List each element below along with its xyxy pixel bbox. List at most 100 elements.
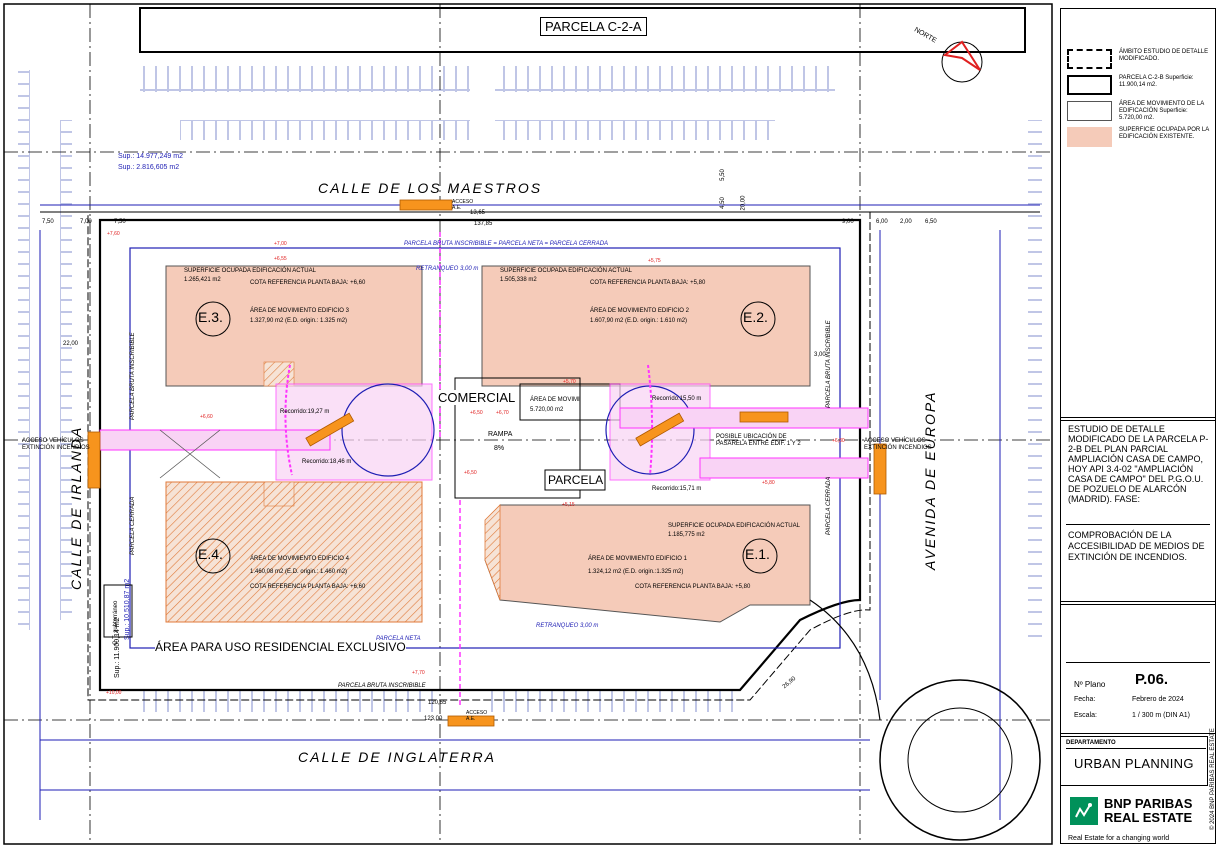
- e1-sup-label: SUPERFICIE OCUPADA EDIFICACIÓN ACTUAL: [668, 523, 800, 529]
- level-10: +6,60: [200, 414, 213, 420]
- parcel-bruta-neta-label: PARCELA BRUTA INSCRIBIBLE = PARCELA NETA…: [404, 241, 609, 247]
- level-1: +7,60: [107, 231, 120, 237]
- e4-cota: COTA REFERENCIA PLANTA BAJA: +6,60: [250, 584, 366, 590]
- dim-2000: 20,00: [740, 195, 747, 211]
- e1-area-value: 1.324,12 m2 (E.D. origin.:1.325 m2): [588, 569, 684, 575]
- dim-200: 2,00: [900, 219, 912, 225]
- recorrido-3: Recorrido:15,50 m: [652, 396, 702, 402]
- e1-cota: COTA REFERENCIA PLANTA BAJA: +5,80: [635, 584, 751, 590]
- parcel-bruta-bottom: PARCELA BRUTA INSCRIBIBLE: [338, 683, 426, 689]
- residential-area-label: ÁREA PARA USO RESIDENCIAL EXCLUSIVO: [155, 640, 406, 654]
- e3-cota: COTA REFERENCIA PLANTA BAJA: +6,60: [250, 280, 366, 286]
- fire-access-left-label: ACCESO VEHÍCULOS EXTINCIÓN INCENDIOS: [22, 438, 90, 451]
- comercial-label: COMERCIAL: [438, 390, 516, 405]
- retranqueo-top: RETRANQUEO 3,00 m: [416, 266, 479, 272]
- parcel-c2a-label: PARCELA C-2-A: [540, 17, 647, 36]
- ct-label: C.T. subterráneo: [113, 600, 119, 645]
- sup-top-1: Sup.: 14.977,249 m2: [118, 153, 183, 160]
- dim-700: 7,00: [80, 219, 92, 225]
- dim-750b: 7,50: [114, 219, 126, 225]
- dim-600: 6,00: [876, 219, 888, 225]
- level-14: +6,80: [832, 438, 845, 444]
- fecha-label: Fecha:: [1074, 696, 1096, 703]
- e3-area: ÁREA DE MOVIMIENTO EDIFICIO 3: [250, 308, 349, 314]
- fire-route-left: [99, 429, 331, 451]
- plano-label: Nº Plano: [1074, 680, 1106, 689]
- dim-300: 3,00: [814, 352, 826, 358]
- retranqueo-bottom: RETRANQUEO 3,00 m: [536, 623, 599, 629]
- dim-450: 4,50: [719, 197, 726, 209]
- dim-2200: 22,00: [63, 341, 79, 347]
- level-8: +6,50: [464, 470, 477, 476]
- sup-top-2: Sup.: 2.816,605 m2: [118, 164, 180, 171]
- level-3: +6,55: [274, 256, 287, 262]
- building-e2-tag: E.2.: [743, 309, 768, 325]
- pasarela-label: POSIBLE UBICACIÓN DE PASARELA ENTRE EDIF…: [716, 434, 801, 447]
- e2-cota: COTA REFERENCIA PLANTA BAJA: +5,80: [590, 280, 706, 286]
- parcel-bruta-right: PARCELA BRUTA INSCRIBIBLE: [826, 320, 832, 408]
- e3-sup-label: SUPERFICIE OCUPADA EDIFICACIÓN ACTUAL: [184, 268, 316, 274]
- fecha-value: Febrero de 2024: [1132, 696, 1184, 703]
- parcel-cerrada-right: PARCELA CERRADA: [826, 476, 832, 535]
- parking-bottom-left: [140, 690, 440, 712]
- central-parcela-label: PARCELA: [548, 473, 604, 487]
- escala-value: 1 / 300 m (DIN A1): [1132, 712, 1190, 719]
- department-label: DEPARTAMENTO: [1066, 740, 1116, 746]
- e2-area: ÁREA DE MOVIMIENTO EDIFICIO 2: [590, 308, 689, 314]
- parking-left-2: [60, 120, 72, 620]
- parcel-c2b-outline: [98, 218, 862, 692]
- sup-left-2: Sup.: 10.510,87 m2: [124, 578, 131, 640]
- brand-tagline: Real Estate for a changing world: [1068, 835, 1170, 842]
- level-6: +5,70: [563, 379, 576, 385]
- fire-route-right-2: [699, 457, 869, 479]
- recorrido-2: Recorrido:18,46 m: [302, 459, 352, 465]
- dim-1365: 13,65: [470, 210, 486, 216]
- drawing-frame: [3, 3, 1053, 845]
- truck-left: [87, 431, 101, 489]
- plan-info-box: [1060, 604, 1216, 734]
- parking-top-right-2: [495, 120, 775, 140]
- e1-area: ÁREA DE MOVIMIENTO EDIFICIO 1: [588, 556, 687, 562]
- building-e2: [481, 265, 811, 387]
- e3-area-value: 1.327,90 m2 (E.D. origin.: 1.325 m2): [250, 318, 348, 324]
- parking-left: [18, 70, 30, 630]
- e2-area-value: 1.607,90 m2 (E.D. origin.: 1.610 m2): [590, 318, 688, 324]
- building-e3-tag: E.3.: [198, 309, 223, 325]
- legend-box: ÁMBITO ESTUDIO DE DETALLE MODIFICADO. PA…: [1060, 8, 1216, 418]
- building-e1-hatch: [484, 504, 501, 601]
- dim-900: 9,00: [842, 219, 854, 225]
- parcel-bruta-left: PARCELA BRUTA INSCRIBIBLE: [130, 332, 136, 420]
- street-inglaterra: CALLE DE INGLATERRA: [298, 749, 497, 765]
- level-13: +10,00: [106, 690, 122, 696]
- rampa-label: RAMPA: [488, 431, 513, 438]
- access-bottom-label: ACCESO A.E.: [466, 710, 488, 722]
- e2-sup-value: 1.505,338 m2: [500, 277, 537, 283]
- recorrido-1: Recorrido:19,27 m: [280, 409, 330, 415]
- title-box: [1060, 420, 1216, 602]
- truck-top: [399, 199, 453, 211]
- truck-right: [873, 443, 887, 495]
- level-12: +5,15: [562, 502, 575, 508]
- central-area-label: ÁREA DE MOVIMI: [530, 397, 580, 403]
- street-maestros: CALLE DE LOS MAESTROS: [318, 180, 543, 196]
- dim-750a: 7,50: [42, 219, 54, 225]
- e3-sup-value: 1.265,421 m2: [184, 277, 221, 283]
- parking-bottom-right: [490, 690, 740, 712]
- level-2: +7,00: [274, 241, 287, 247]
- parking-top-left: [140, 66, 470, 92]
- level-11: +7,70: [412, 670, 425, 676]
- parking-top-left-2: [180, 120, 470, 140]
- parking-top-right: [495, 66, 835, 92]
- dim-650: 6,50: [925, 219, 937, 225]
- parcel-neta-bottom: PARCELA NETA: [376, 636, 421, 642]
- copyright: © 2024 BNP PARIBAS REAL ESTATE: [1210, 728, 1216, 830]
- recorrido-4: Recorrido:15,71 m: [652, 486, 702, 492]
- building-e4-tag: E.4.: [198, 546, 223, 562]
- street-europa: AVENIDA DE EUROPA: [922, 390, 938, 570]
- level-7: +5,75: [648, 258, 661, 264]
- access-top-label: ACCESO A.E.: [452, 199, 474, 211]
- truck-bottom: [447, 715, 495, 727]
- central-area-value: 5.720,00 m2: [530, 407, 564, 413]
